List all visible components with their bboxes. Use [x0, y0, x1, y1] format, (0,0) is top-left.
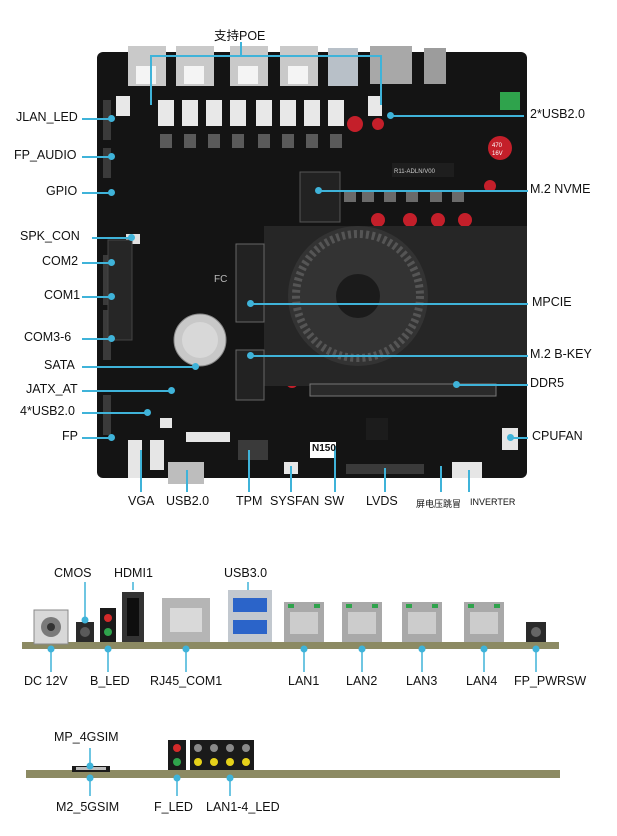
label-tpm: TPM [236, 494, 263, 508]
label-lan4: LAN4 [466, 674, 498, 688]
left-headers [103, 100, 111, 435]
led-rail [26, 770, 560, 778]
label-m2-5gsim: M2_5GSIM [56, 800, 120, 814]
label-sata: SATA [44, 358, 75, 372]
m2-nvme-slot [299, 171, 341, 223]
label-f-led: F_LED [154, 800, 193, 814]
cap-rating-1: 470 [492, 143, 503, 149]
fc-mark: FC [214, 274, 227, 285]
io-rail [22, 642, 559, 649]
ddr5-slot [309, 383, 497, 397]
cpu-label: N150 [312, 443, 336, 454]
f-led-icon [168, 740, 186, 770]
label-vga: VGA [128, 494, 155, 508]
capacitors [286, 116, 512, 388]
hdmi-port-icon [122, 592, 144, 642]
label-cmos: CMOS [54, 566, 92, 580]
label-jlan-led: JLAN_LED [16, 110, 78, 124]
power-switch-icon [526, 622, 546, 642]
label-2usb20: 2*USB2.0 [530, 107, 585, 121]
label-sysfan: SYSFAN [270, 494, 320, 508]
label-poe: 支持POE [214, 29, 266, 43]
io-panel-diagram [22, 582, 559, 672]
lan-ports-icons [284, 602, 504, 642]
label-usb20: USB2.0 [166, 494, 210, 508]
rj45-com-icon [162, 598, 210, 642]
label-usb30: USB3.0 [224, 566, 268, 580]
b-led-icon [100, 608, 116, 642]
label-m2-bkey: M.2 B-KEY [530, 347, 592, 361]
label-com3-6: COM3-6 [24, 330, 72, 344]
label-lan1: LAN1 [288, 674, 320, 688]
label-lvds: LVDS [366, 494, 398, 508]
label-ddr5: DDR5 [530, 376, 565, 390]
board-model-text: R11-ADLN/V00 [394, 169, 436, 175]
label-m2-nvme: M.2 NVME [530, 182, 591, 196]
label-lan3: LAN3 [406, 674, 438, 688]
usb30-port-icon [228, 590, 272, 642]
cap-rating-2: 16V [492, 151, 503, 157]
mpcie-slot [235, 243, 265, 323]
label-hdmi1: HDMI1 [114, 566, 153, 580]
dc-jack-icon [33, 609, 69, 645]
label-com1: COM1 [44, 288, 81, 302]
cmos-button-icon [76, 622, 94, 642]
led-panel-diagram [26, 740, 560, 796]
label-screen-voltage-jumper: 屏电压跳冒 [416, 499, 462, 509]
label-sw: SW [324, 494, 345, 508]
label-jatx-at: JATX_AT [26, 382, 78, 396]
label-gpio: GPIO [46, 184, 78, 198]
cooling-fan [288, 226, 428, 366]
top-lan-ports [128, 46, 520, 110]
label-mp-4gsim: MP_4GSIM [54, 730, 119, 744]
label-fp: FP [62, 429, 78, 443]
label-inverter: INVERTER [470, 497, 516, 507]
label-fp-pwrsw: FP_PWRSW [514, 674, 587, 688]
label-b-led: B_LED [90, 674, 130, 688]
lan-led-icons [190, 740, 254, 770]
label-dc12v: DC 12V [24, 674, 68, 688]
label-lan1-4-led: LAN1-4_LED [206, 800, 280, 814]
label-fp-audio: FP_AUDIO [14, 148, 77, 162]
label-lan2: LAN2 [346, 674, 378, 688]
label-spk-con: SPK_CON [20, 229, 80, 243]
label-com2: COM2 [42, 254, 79, 268]
label-cpufan: CPUFAN [532, 429, 583, 443]
label-4usb20: 4*USB2.0 [20, 404, 75, 418]
poe-headers [116, 96, 382, 126]
cpu-label-plate [310, 442, 336, 458]
label-mpcie: MPCIE [532, 295, 572, 309]
motherboard-diagram: R11-ADLN/V00 470 16V FC [97, 46, 527, 484]
label-rj45-com1: RJ45_COM1 [150, 674, 223, 688]
